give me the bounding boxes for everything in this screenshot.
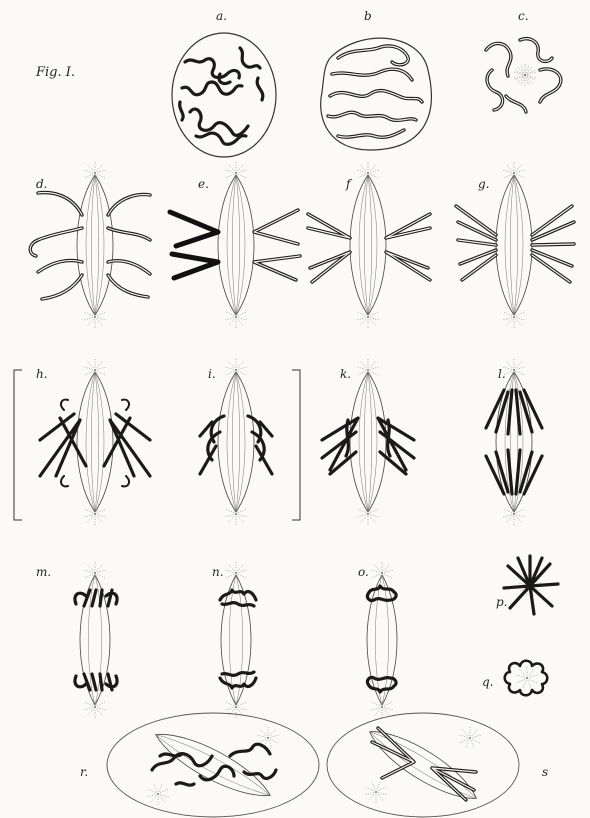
panel-p: p. — [496, 556, 558, 614]
panel-label-i: i. — [208, 367, 216, 381]
panel-s: s — [327, 713, 548, 817]
panel-f: f — [308, 161, 430, 329]
panel-c: c. — [486, 9, 561, 112]
panel-label-p: p. — [496, 595, 508, 609]
panel-b: b — [321, 9, 432, 150]
panel-label-g: g. — [478, 177, 490, 191]
panel-m: m. — [36, 561, 117, 719]
panel-label-e: e. — [198, 177, 209, 191]
panel-label-f: f — [345, 177, 353, 191]
panel-e: e. — [170, 161, 300, 329]
panel-i: i. — [200, 358, 272, 526]
panel-l: l. — [486, 358, 542, 526]
panel-label-m: m. — [36, 565, 51, 579]
panel-label-n: n. — [212, 565, 224, 579]
panel-label-o: o. — [358, 565, 369, 579]
panel-q: q. — [482, 661, 547, 696]
bracket-right — [292, 370, 300, 520]
panel-label-c: c. — [518, 9, 529, 23]
panel-label-k: k. — [340, 367, 351, 381]
panel-d: d. — [30, 161, 150, 329]
bracket-left — [14, 370, 22, 520]
panel-r: r. — [80, 713, 319, 817]
panel-label-b: b — [364, 9, 372, 23]
panel-n: n. — [212, 561, 256, 719]
figure-title: Fig. I. — [35, 65, 75, 80]
panel-h: h. — [36, 358, 150, 526]
panel-k: k. — [322, 358, 414, 526]
panel-o: o. — [358, 561, 397, 719]
panel-label-r: r. — [80, 765, 88, 779]
panel-a: a. — [172, 9, 276, 157]
panel-label-a: a. — [216, 9, 227, 23]
panel-g: g. — [456, 161, 574, 329]
panel-label-s: s — [542, 765, 548, 779]
panel-label-q: q. — [482, 675, 494, 689]
panel-label-d: d. — [36, 177, 48, 191]
panel-label-h: h. — [36, 367, 48, 381]
panel-label-l: l. — [498, 367, 506, 381]
